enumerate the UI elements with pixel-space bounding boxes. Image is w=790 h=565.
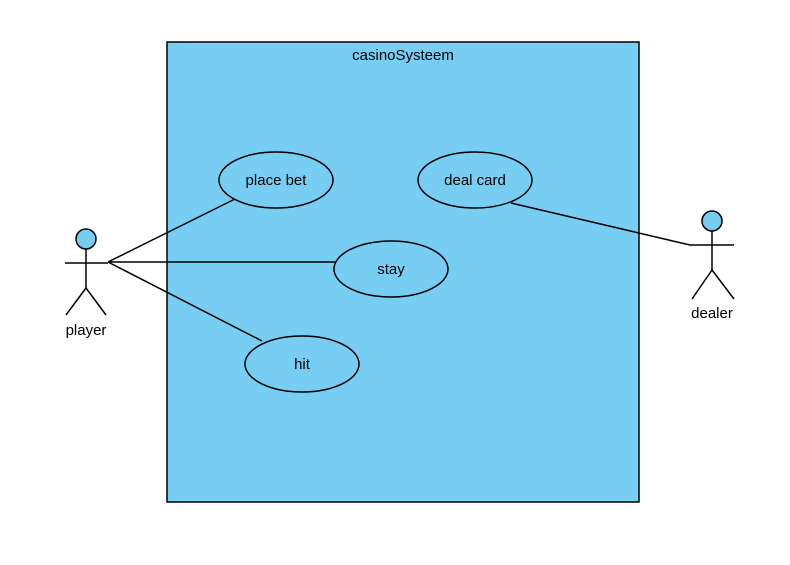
actor-player-head [75, 228, 97, 250]
use-case-hit[interactable]: hit [244, 335, 360, 393]
association-player-hit [107, 261, 263, 342]
actor-dealer-label: dealer [691, 305, 733, 322]
use-case-place-bet-label: place bet [246, 172, 308, 189]
actor-dealer-head [701, 210, 723, 232]
use-case-place-bet[interactable]: place bet [218, 151, 334, 209]
association-player-place-bet [107, 197, 238, 263]
actor-player[interactable]: player [65, 228, 108, 339]
use-case-hit-label: hit [294, 356, 311, 373]
use-case-deal-card[interactable]: deal card [417, 151, 533, 209]
association-dealer-deal-card [510, 202, 691, 246]
system-title: casinoSysteem [352, 47, 454, 64]
use-case-stay-label: stay [377, 261, 405, 278]
actor-player-label: player [66, 322, 107, 339]
actor-dealer[interactable]: dealer [690, 210, 735, 322]
use-case-deal-card-label: deal card [444, 172, 506, 189]
use-case-stay[interactable]: stay [333, 240, 449, 298]
